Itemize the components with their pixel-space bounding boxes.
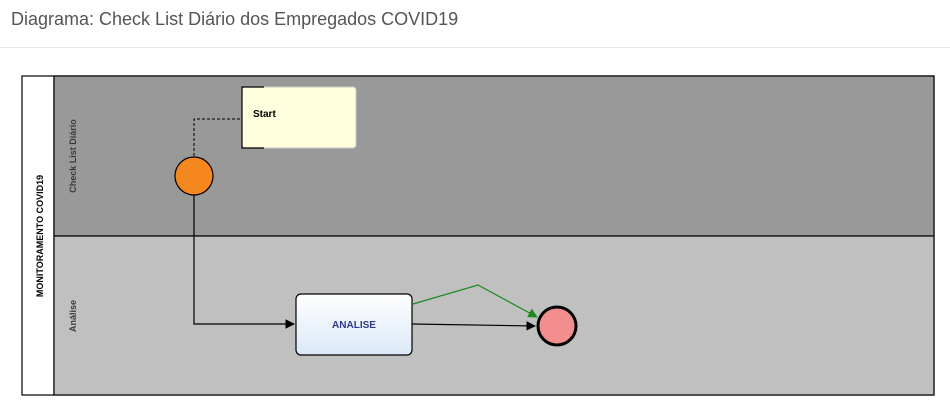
task-analise[interactable]: ANALISE	[295, 293, 413, 356]
lane-analise[interactable]: Análise	[53, 235, 935, 396]
sequence-flow-start-to-task[interactable]	[193, 195, 295, 329]
page-header: Diagrama: Check List Diário dos Empregad…	[0, 0, 950, 48]
text-annotation[interactable]: Start	[241, 86, 357, 149]
text-annotation-bracket	[241, 86, 264, 149]
lane-analise-label: Análise	[68, 300, 78, 332]
conditional-flow-task-to-end[interactable]	[412, 284, 538, 318]
end-event[interactable]	[536, 305, 578, 347]
lane-check-list[interactable]: Check List Diário	[53, 75, 935, 237]
task-analise-label: ANALISE	[332, 320, 376, 331]
text-annotation-label: Start	[253, 109, 276, 120]
lane-analise-background	[53, 235, 935, 396]
task-analise-box	[295, 293, 413, 356]
page-title: Diagrama: Check List Diário dos Empregad…	[11, 9, 459, 29]
lane-check-list-label: Check List Diário	[68, 119, 78, 193]
annotation-association[interactable]	[193, 118, 242, 156]
pool-label: MONITORAMENTO COVID19	[35, 175, 45, 297]
sequence-flow-task-to-end[interactable]	[411, 321, 536, 331]
lane-check-list-background	[53, 75, 935, 237]
start-event[interactable]	[174, 156, 214, 196]
